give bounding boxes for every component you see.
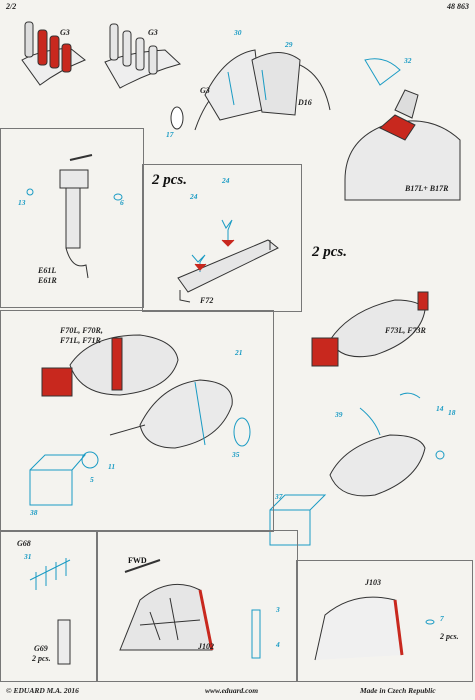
panel-antenna-mast: [0, 128, 144, 308]
label-j103: J103: [365, 578, 381, 587]
kit-code: 48 863: [447, 2, 469, 11]
copyright: © EDUARD M.A. 2016: [6, 686, 79, 695]
label-f73: F73L, F73R: [385, 326, 426, 335]
canopy-frame-j102: [119, 559, 261, 659]
canopy-frame-j103: [314, 596, 435, 661]
origin: Made in Czech Republic: [360, 686, 436, 695]
part-number: 30: [234, 28, 242, 37]
engine-cowling-assembly: [170, 49, 331, 131]
website: www.eduard.com: [205, 686, 259, 695]
part-number: 24: [190, 192, 198, 201]
quantity-note: 2 pcs.: [312, 244, 347, 260]
part-number: 31: [24, 552, 32, 561]
label-f72: F72: [200, 296, 214, 305]
part-number: 18: [448, 408, 456, 417]
label-e61l: E61L: [38, 266, 57, 275]
quantity-note: 2 pcs.: [440, 632, 459, 641]
bomb-rack: [177, 219, 279, 303]
wheel-assembly: [344, 58, 461, 201]
panel-canopy-j102: [96, 530, 298, 682]
part-number: 5: [90, 475, 94, 484]
part-number: 7: [440, 614, 444, 623]
panel-bomb-rack: [142, 164, 302, 312]
panel-antenna-g69: [0, 530, 98, 682]
label-g69: G69: [34, 644, 48, 653]
part-number: 6: [120, 198, 124, 207]
quantity-note: 2 pcs.: [152, 172, 187, 188]
label-j102: J102: [198, 642, 214, 651]
panel-left-bombs: [0, 310, 274, 532]
part-number: 4: [276, 640, 280, 649]
bomb-right-lower: [269, 392, 445, 546]
label-f71: F71L, F71R: [60, 336, 101, 345]
part-number: 11: [108, 462, 116, 471]
panel-canopy-j103: [296, 560, 473, 682]
part-number: 3: [276, 605, 280, 614]
part-number: 39: [335, 410, 343, 419]
part-number: 38: [30, 508, 38, 517]
part-number: 21: [235, 348, 243, 357]
label-g3: G3: [148, 28, 158, 37]
quantity-note: 2 pcs.: [32, 654, 51, 663]
part-number: 29: [285, 40, 293, 49]
antenna-mast: [26, 154, 123, 279]
antenna-part: [29, 558, 71, 665]
part-number: 35: [232, 450, 240, 459]
bomb-right-upper: [311, 291, 429, 367]
label-f70: F70L, F70R,: [60, 326, 103, 335]
part-number: 37: [275, 492, 283, 501]
label-g3: G3: [200, 86, 210, 95]
part-number: 14: [436, 404, 444, 413]
part-number: 24: [222, 176, 230, 185]
label-g68: G68: [17, 539, 31, 548]
exhaust-stack-left: [21, 21, 86, 86]
page-number: 2/2: [6, 2, 17, 11]
label-d16: D16: [298, 98, 312, 107]
label-g3: G3: [60, 28, 70, 37]
part-number: 13: [18, 198, 26, 207]
label-e61r: E61R: [38, 276, 57, 285]
bomb-left-lower: [29, 379, 251, 506]
part-number: 32: [404, 56, 412, 65]
forward-arrow-label: FWD: [128, 556, 147, 565]
bomb-left-upper: [41, 334, 179, 397]
label-b17: B17L+ B17R: [405, 184, 449, 193]
part-number: 17: [166, 130, 174, 139]
exhaust-stack-right: [104, 23, 182, 89]
